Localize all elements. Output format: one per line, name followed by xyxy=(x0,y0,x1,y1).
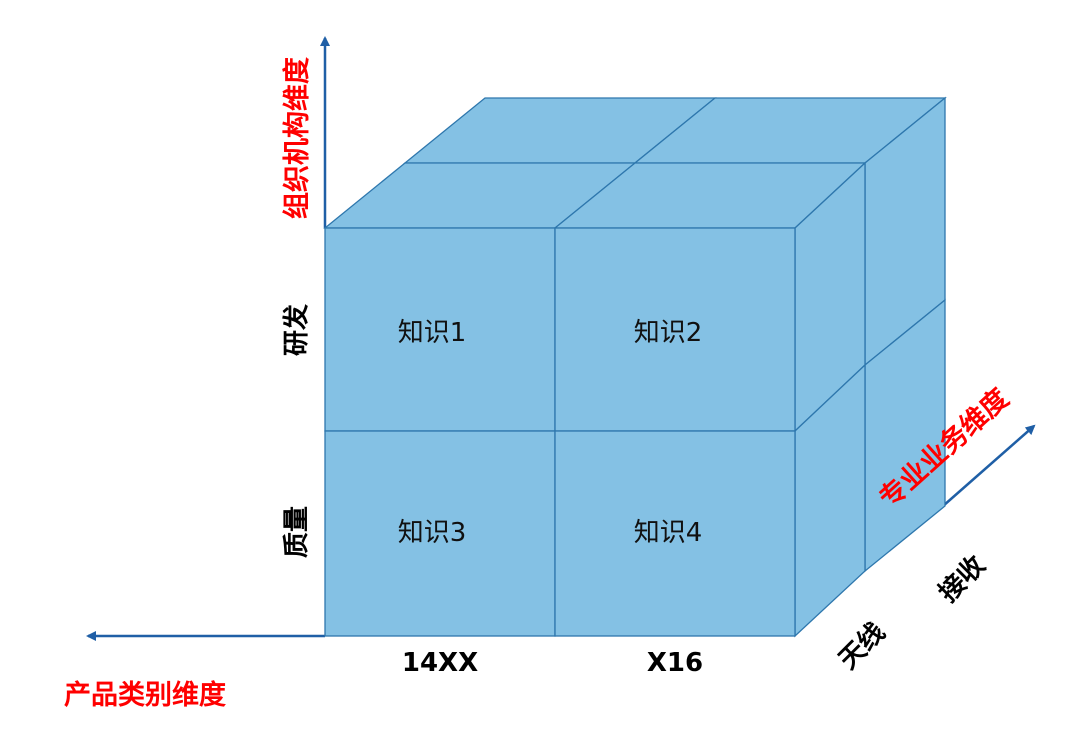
vertical-axis-label: 组织机构维度 xyxy=(281,57,313,219)
knowledge-cube xyxy=(323,96,947,638)
horizontal-axis-label: 产品类别维度 xyxy=(64,679,226,711)
front-cell-3 xyxy=(324,430,556,637)
row-label-quality: 质量 xyxy=(282,506,312,558)
depth-label-antenna: 天线 xyxy=(833,617,891,675)
cell-label-4: 知识4 xyxy=(634,518,703,548)
depth-label-receive: 接收 xyxy=(933,550,991,608)
front-cell-4 xyxy=(554,430,796,637)
column-label-14xx: 14XX xyxy=(402,648,478,678)
cell-label-2: 知识2 xyxy=(634,318,703,348)
front-cell-2 xyxy=(554,227,796,432)
front-cell-1 xyxy=(324,227,556,432)
cell-label-3: 知识3 xyxy=(398,518,467,548)
cell-label-1: 知识1 xyxy=(398,318,467,348)
column-label-x16: X16 xyxy=(647,648,703,678)
row-label-rd: 研发 xyxy=(281,304,312,356)
depth-axis-arrow xyxy=(942,424,1036,507)
